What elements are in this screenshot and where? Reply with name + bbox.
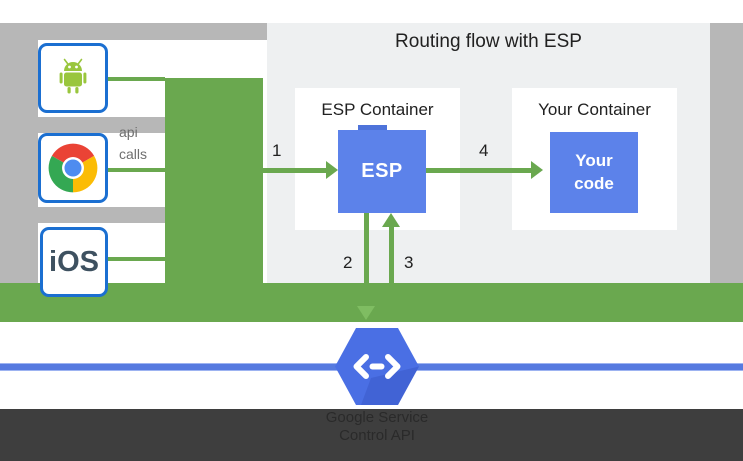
api-calls-label: api calls bbox=[119, 122, 167, 165]
step-2-label: 2 bbox=[343, 253, 353, 272]
footer-band: Google Service Control API bbox=[0, 409, 743, 461]
gray-strip-between-chrome-ios bbox=[0, 207, 165, 223]
arrow-3-line bbox=[389, 227, 394, 320]
chrome-client-box bbox=[38, 133, 108, 203]
api-calls-line1: api bbox=[119, 124, 138, 140]
cloud-endpoints-hexagon-icon bbox=[335, 328, 419, 405]
esp-box-top-notch bbox=[358, 125, 387, 131]
arrow-1-head-icon bbox=[326, 161, 338, 179]
ios-label: iOS bbox=[49, 245, 99, 278]
arrow-2-line bbox=[364, 213, 369, 320]
arrow-4-line bbox=[426, 168, 531, 173]
panel-title: Routing flow with ESP bbox=[395, 31, 582, 52]
service-control-label: Google Service Control API bbox=[271, 409, 483, 445]
android-connector-line bbox=[108, 77, 165, 81]
arrow-2-head-icon bbox=[357, 306, 375, 320]
your-code-label: Your code bbox=[574, 150, 614, 196]
step-1-label: 1 bbox=[272, 141, 282, 160]
gray-backdrop-top-strip bbox=[0, 23, 267, 40]
android-client-box bbox=[38, 43, 108, 113]
green-ingress-block bbox=[165, 78, 263, 283]
your-container-title: Your Container bbox=[538, 100, 651, 119]
esp-box-label: ESP bbox=[361, 160, 403, 182]
esp-box: ESP bbox=[338, 130, 426, 213]
ios-client-box: iOS bbox=[40, 227, 108, 297]
service-label-line2: Control API bbox=[339, 427, 415, 444]
arrow-1-line bbox=[263, 168, 326, 173]
your-code-line2: code bbox=[574, 173, 614, 193]
your-code-box: Your code bbox=[550, 132, 638, 213]
gray-backdrop-right-strip bbox=[710, 23, 743, 283]
ios-connector-line bbox=[108, 257, 165, 261]
chrome-connector-line bbox=[108, 168, 165, 172]
your-code-line1: Your bbox=[575, 150, 613, 170]
service-label-line1: Google Service bbox=[325, 409, 429, 426]
gray-backdrop-left-column bbox=[0, 23, 38, 283]
arrow-4-head-icon bbox=[531, 161, 543, 179]
esp-container-title: ESP Container bbox=[321, 100, 434, 119]
step-3-label: 3 bbox=[404, 253, 414, 272]
api-calls-line2: calls bbox=[119, 145, 148, 162]
gray-strip-between-android-chrome bbox=[0, 117, 165, 133]
android-icon bbox=[59, 58, 87, 94]
chrome-icon bbox=[48, 143, 98, 193]
step-4-label: 4 bbox=[479, 141, 489, 160]
arrow-3-head-icon bbox=[382, 213, 400, 227]
